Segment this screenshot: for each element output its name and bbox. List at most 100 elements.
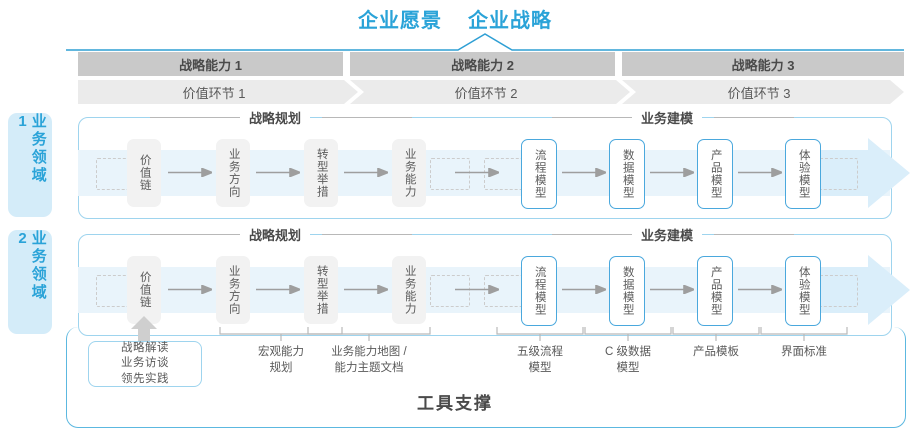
node-label: 业务能力 [403,148,416,198]
capability-bar-2[interactable]: 战略能力 2 [350,52,615,76]
placeholder-box [430,158,470,190]
node-label: 体验模型 [797,149,810,199]
vision-connector-line [66,33,904,51]
callout-line-3: 领先实践 [121,372,169,385]
business-domain-label-1: 业务领域 1 [14,113,47,185]
node-business-direction[interactable]: 业务方向 [216,256,250,324]
node-data-model[interactable]: 数据模型 [609,139,645,209]
value-chain-2[interactable]: 价值环节 2 [350,80,630,104]
bottom-label-capability-map: 业务能力地图 / 能力主题文档 [309,345,429,376]
business-domain-tab-2[interactable]: 业务领域 2 [8,230,52,334]
flow-arrow [256,285,300,294]
bottom-label-process-model: 五级流程 模型 [495,345,585,376]
node-label: 价值链 [138,154,151,192]
section-rule-right-1 [322,117,412,118]
value-chain-1[interactable]: 价值环节 1 [78,80,358,104]
bottom-label-line-1: 宏观能力 [258,346,304,358]
node-business-direction[interactable]: 业务方向 [216,139,250,207]
flow-arrow [738,168,782,177]
placeholder-box [430,275,470,307]
strategic-capability-bars: 战略能力 1 战略能力 2 战略能力 3 [78,52,904,76]
section-rule-left-3 [150,234,240,235]
bracket-process-model [496,327,584,341]
bracket-macro-capability [219,327,343,341]
capability-label-3: 战略能力 3 [731,57,795,73]
bracket-ui-standard [760,327,848,341]
node-label: 产品模型 [709,266,722,316]
node-process-model[interactable]: 流程模型 [521,256,557,326]
node-label: 业务方向 [227,265,240,315]
node-transformation-initiative[interactable]: 转型举措 [304,139,338,207]
section-rule-left-4 [552,234,632,235]
node-value-chain[interactable]: 价值链 [127,256,161,324]
row-1-outflow-arrow [820,138,910,208]
node-product-model[interactable]: 产品模型 [697,256,733,326]
bottom-label-ui-standard: 界面标准 [759,345,849,361]
node-business-capability[interactable]: 业务能力 [392,139,426,207]
value-chain-3[interactable]: 价值环节 3 [622,80,904,104]
enterprise-vision-title: 企业愿景 [358,9,442,32]
flow-arrow [562,168,606,177]
vision-header: 企业愿景 企业战略 [0,4,910,32]
node-label: 转型举措 [315,148,328,198]
node-label: 数据模型 [621,266,634,316]
node-label: 转型举措 [315,265,328,315]
bottom-label-line-2: 规划 [269,361,293,374]
flow-arrow [738,285,782,294]
flow-arrow [168,285,212,294]
business-domain-tab-1[interactable]: 业务领域 1 [8,113,52,217]
section-rule-left-2 [552,117,632,118]
section-title-modeling-1: 业务建模 [632,109,703,126]
callout-line-1: 战略解读 [121,342,169,355]
section-title-modeling-2: 业务建模 [632,226,703,243]
node-experience-model[interactable]: 体验模型 [785,139,821,209]
node-label: 产品模型 [709,149,722,199]
bottom-label-macro-capability: 宏观能力 规划 [221,345,341,376]
bottom-label-line-2: 模型 [528,361,552,374]
bracket-capability-map [307,327,431,341]
callout-up-arrow [131,316,157,344]
node-transformation-initiative[interactable]: 转型举措 [304,256,338,324]
tool-support-title: 工具支撑 [417,394,493,413]
node-product-model[interactable]: 产品模型 [697,139,733,209]
strategy-input-callout[interactable]: 战略解读 业务访谈 领先实践 [88,341,202,387]
flow-arrow [344,285,388,294]
flow-arrow [650,285,694,294]
section-title-planning-1: 战略规划 [240,109,311,126]
node-process-model[interactable]: 流程模型 [521,139,557,209]
node-label: 价值链 [138,271,151,309]
bottom-label-product-template: 产品模板 [671,345,761,361]
value-chain-label-2: 价值环节 2 [454,85,518,101]
section-rule-left-1 [150,117,240,118]
enterprise-strategy-title: 企业战略 [468,9,552,32]
node-label: 流程模型 [533,266,546,316]
section-title-planning-2: 战略规划 [240,226,311,243]
node-label: 业务方向 [227,148,240,198]
bottom-label-line-1: 业务能力地图 / [331,346,407,358]
node-data-model[interactable]: 数据模型 [609,256,645,326]
node-label: 业务能力 [403,265,416,315]
flow-arrow [344,168,388,177]
placeholder-box [818,275,858,307]
flow-arrow [562,285,606,294]
value-chain-label-1: 价值环节 1 [182,85,246,101]
node-experience-model[interactable]: 体验模型 [785,256,821,326]
capability-bar-1[interactable]: 战略能力 1 [78,52,343,76]
node-value-chain[interactable]: 价值链 [127,139,161,207]
capability-bar-3[interactable]: 战略能力 3 [622,52,904,76]
flow-arrow [650,168,694,177]
section-rule-right-4 [714,234,794,235]
section-rule-right-2 [714,117,794,118]
value-chain-label-3: 价值环节 3 [727,85,791,101]
value-chain-bars: 价值环节 1 价值环节 2 价值环节 3 [78,80,904,104]
bottom-label-line-1: 五级流程 [517,346,563,358]
bracket-product-template [672,327,760,341]
capability-label-2: 战略能力 2 [451,57,514,73]
node-label: 流程模型 [533,149,546,199]
bottom-label-line-2: 模型 [616,361,640,374]
business-domain-label-2: 业务领域 2 [14,230,47,302]
placeholder-box [818,158,858,190]
node-business-capability[interactable]: 业务能力 [392,256,426,324]
bottom-label-line-2: 能力主题文档 [334,361,404,374]
